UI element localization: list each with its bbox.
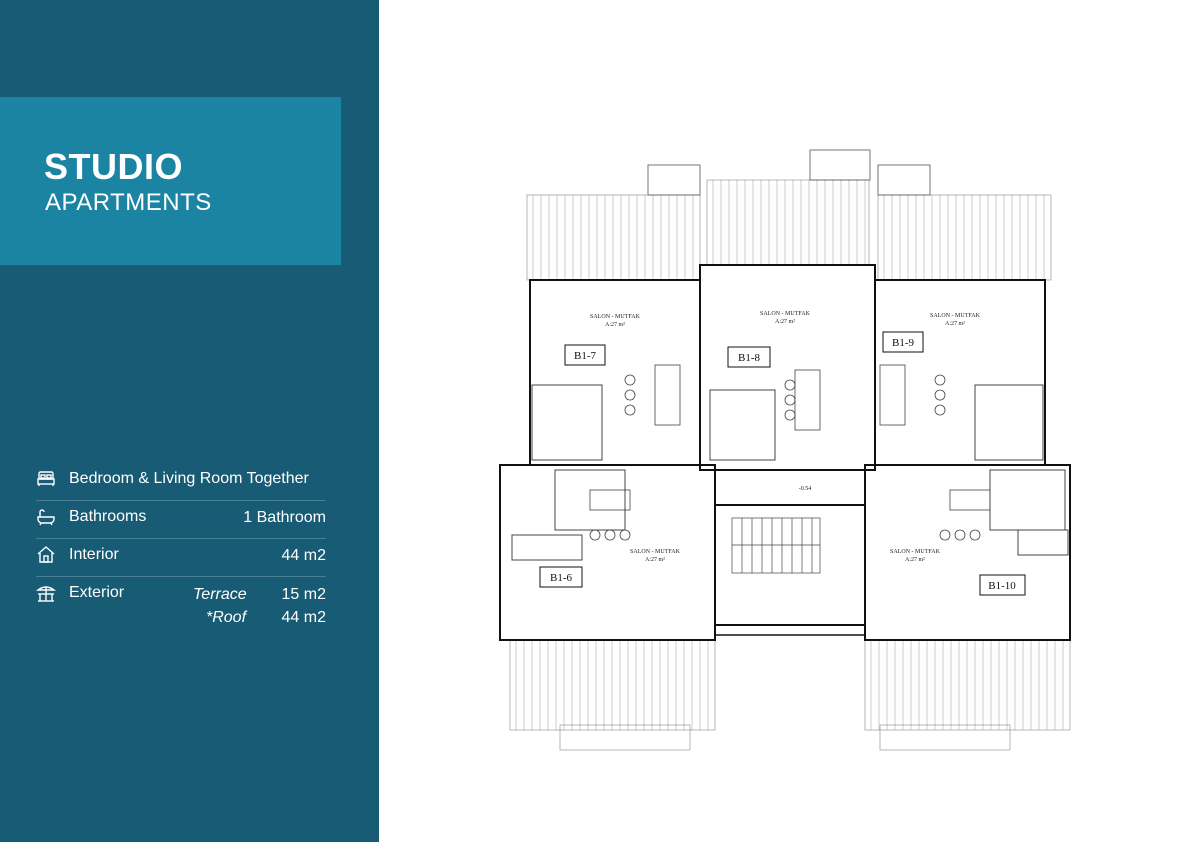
- level-label: -0.54: [799, 486, 812, 492]
- roof-value: 44 m2: [281, 609, 326, 626]
- area-label: A:27 m²: [645, 557, 665, 563]
- room-label: SALON - MUTFAK: [890, 549, 941, 555]
- roof-label: *Roof: [206, 609, 247, 626]
- house-icon: [37, 546, 55, 563]
- unit-label-b1-6: B1-6: [550, 572, 573, 584]
- room-label: SALON - MUTFAK: [760, 311, 811, 317]
- spec-row-bathrooms: Bathrooms 1 Bathroom: [36, 501, 326, 539]
- unit-label-b1-10: B1-10: [988, 580, 1016, 592]
- title-box: [0, 97, 341, 265]
- room-label: SALON - MUTFAK: [590, 314, 641, 320]
- unit-label-b1-8: B1-8: [738, 352, 761, 364]
- room-labels: SALON - MUTFAK A:27 m² SALON - MUTFAK A:…: [590, 311, 981, 563]
- terrace-icon: [36, 586, 56, 602]
- terrace-value: 15 m2: [281, 586, 326, 603]
- terrace-railings: [515, 180, 1064, 730]
- spec-value-bathrooms: 1 Bathroom: [243, 509, 326, 526]
- bathtub-icon: [37, 509, 55, 526]
- spec-list: Bedroom & Living Room Together Bathrooms…: [36, 463, 326, 637]
- spec-label-interior: Interior: [69, 546, 119, 563]
- room-label: SALON - MUTFAK: [930, 313, 981, 319]
- room-label: SALON - MUTFAK: [630, 549, 681, 555]
- terrace-hatch-bottom: [509, 639, 1071, 751]
- spec-row-interior: Interior 44 m2: [36, 539, 326, 577]
- floor-plan: B1-7 B1-8 B1-9 B1-6 B1-10 SALON - MUTFAK…: [499, 149, 1071, 751]
- spec-row-bedroom: Bedroom & Living Room Together: [36, 463, 326, 501]
- spec-value-interior: 44 m2: [281, 547, 326, 564]
- page-title: STUDIO: [44, 146, 184, 187]
- unit-label-b1-9: B1-9: [892, 337, 915, 349]
- bed-icon: [37, 471, 55, 486]
- spec-row-exterior: Exterior Terrace 15 m2 *Roof 44 m2: [36, 577, 326, 637]
- area-label: A:27 m²: [775, 319, 795, 325]
- spec-label-bedroom: Bedroom & Living Room Together: [69, 470, 309, 487]
- area-label: A:27 m²: [905, 557, 925, 563]
- unit-labels: B1-7 B1-8 B1-9 B1-6 B1-10: [539, 331, 1026, 596]
- spec-label-bathrooms: Bathrooms: [69, 508, 147, 525]
- area-label: A:27 m²: [945, 321, 965, 327]
- unit-label-b1-7: B1-7: [574, 350, 597, 362]
- area-label: A:27 m²: [605, 322, 625, 328]
- sidebar: STUDIO APARTMENTS Bedroom & Living Room …: [0, 0, 379, 842]
- spec-label-exterior: Exterior: [69, 584, 125, 601]
- page-subtitle: APARTMENTS: [45, 189, 212, 216]
- terrace-label: Terrace: [193, 586, 247, 603]
